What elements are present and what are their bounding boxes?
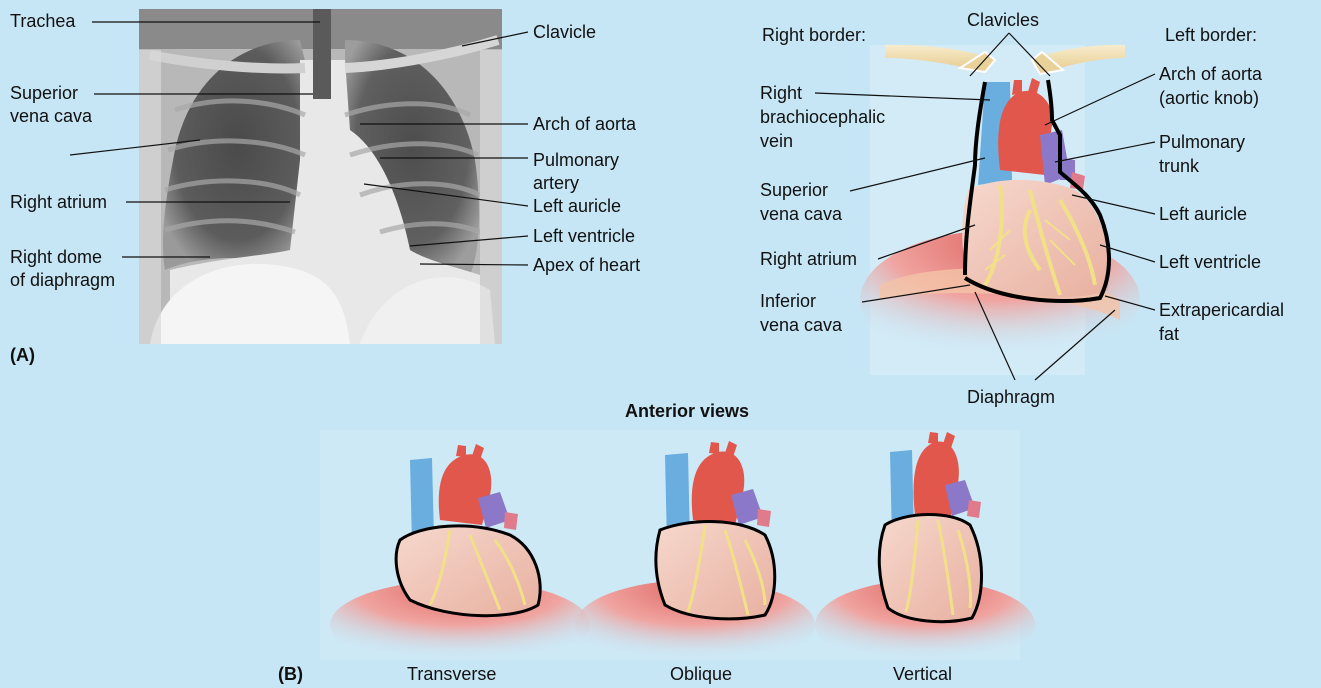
label-svc-heart-line2: vena cava: [760, 203, 842, 225]
label-right-atrium-heart: Right atrium: [760, 248, 857, 270]
label-left-auricle-heart: Left auricle: [1159, 203, 1247, 225]
label-pulmonary-line1: Pulmonary: [533, 149, 619, 171]
label-svc-heart-line1: Superior: [760, 179, 828, 201]
label-pulmonary-line2: artery: [533, 172, 579, 194]
label-rbv-line2: brachiocephalic: [760, 106, 885, 128]
label-left-ventricle-xray: Left ventricle: [533, 225, 635, 247]
label-ivc-line1: Inferior: [760, 290, 816, 312]
label-vertical: Vertical: [893, 663, 952, 685]
anterior-views-title: Anterior views: [625, 400, 749, 422]
label-clavicles: Clavicles: [967, 9, 1039, 31]
label-left-ventricle-heart: Left ventricle: [1159, 251, 1261, 273]
label-rbv-line3: vein: [760, 130, 793, 152]
label-left-border: Left border:: [1165, 24, 1257, 46]
label-rbv-line1: Right: [760, 82, 802, 104]
label-apex-of-heart: Apex of heart: [533, 254, 640, 276]
label-arch-of-aorta-xray: Arch of aorta: [533, 113, 636, 135]
label-oblique: Oblique: [670, 663, 732, 685]
label-diaphragm: Diaphragm: [967, 386, 1055, 408]
label-svc-line1: Superior: [10, 82, 78, 104]
label-trunk-line2: trunk: [1159, 155, 1199, 177]
label-fat-line2: fat: [1159, 323, 1179, 345]
label-trunk-line1: Pulmonary: [1159, 131, 1245, 153]
label-right-dome-line2: of diaphragm: [10, 269, 115, 291]
label-arch-line1: Arch of aorta: [1159, 63, 1262, 85]
label-left-auricle-xray: Left auricle: [533, 195, 621, 217]
panel-b-tag: (B): [278, 663, 303, 685]
label-transverse: Transverse: [407, 663, 496, 685]
label-right-border: Right border:: [762, 24, 866, 46]
label-fat-line1: Extrapericardial: [1159, 299, 1284, 321]
label-right-dome-line1: Right dome: [10, 246, 102, 268]
label-clavicle: Clavicle: [533, 21, 596, 43]
chest-xray: [139, 9, 502, 344]
label-trachea: Trachea: [10, 10, 75, 32]
label-ivc-line2: vena cava: [760, 314, 842, 336]
label-right-atrium-xray: Right atrium: [10, 191, 107, 213]
label-arch-line2: (aortic knob): [1159, 87, 1259, 109]
panel-a-tag: (A): [10, 344, 35, 366]
label-svc-line2: vena cava: [10, 105, 92, 127]
